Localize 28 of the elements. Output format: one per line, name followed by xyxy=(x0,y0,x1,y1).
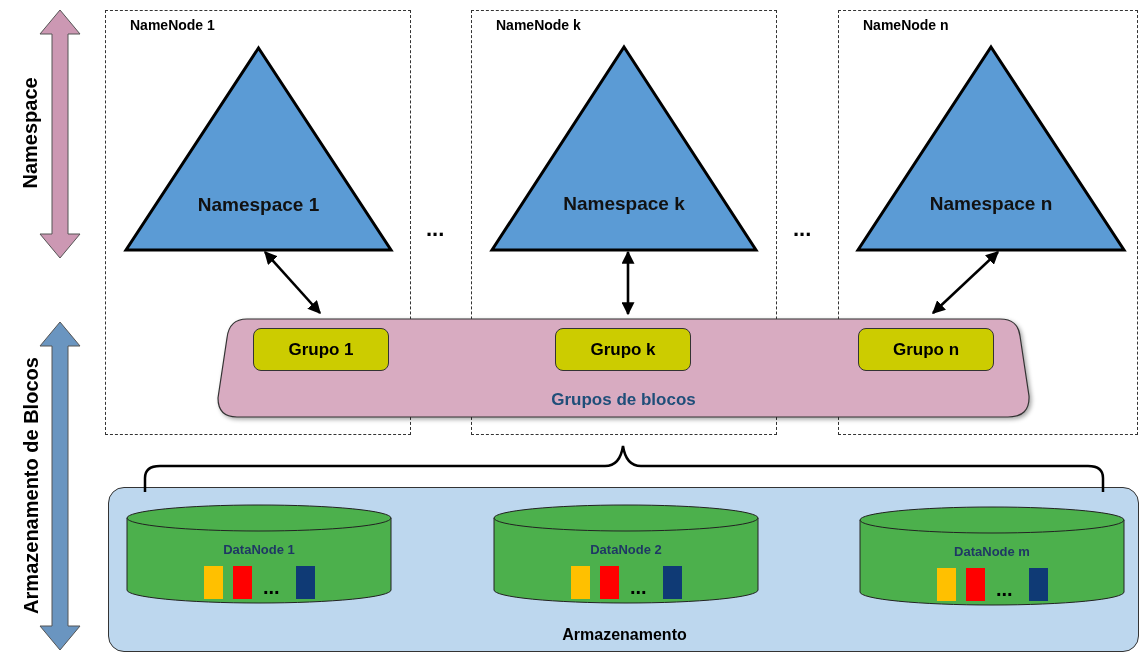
namespace-label: Namespace 1 xyxy=(196,194,321,216)
ellipsis: ... xyxy=(793,216,812,242)
namenode-box xyxy=(105,10,411,435)
datanode-label: DataNode 2 xyxy=(589,542,663,557)
block-pool-box: Grupo k xyxy=(555,328,691,371)
double-arrow xyxy=(264,251,321,314)
namenode-title: NameNode n xyxy=(863,17,949,33)
namenode-title: NameNode k xyxy=(496,17,581,33)
ellipsis: ... xyxy=(263,576,280,599)
pool-label: Grupos de blocos xyxy=(550,390,697,410)
ellipsis: ... xyxy=(630,576,647,599)
namespace-label: Namespace n xyxy=(928,193,1054,215)
storage-panel xyxy=(108,487,1139,652)
datanode-label: DataNode 1 xyxy=(222,542,296,557)
block-pool-box: Grupo n xyxy=(858,328,994,371)
double-arrow xyxy=(621,250,635,316)
namenode-box xyxy=(838,10,1138,435)
namenode-title: NameNode 1 xyxy=(130,17,215,33)
double-arrow xyxy=(932,251,999,314)
block-pool-box: Grupo 1 xyxy=(253,328,389,371)
ellipsis: ... xyxy=(426,216,445,242)
ellipsis: ... xyxy=(996,578,1013,601)
storage-label: Armazenamento xyxy=(561,626,688,644)
namespace-label: Namespace k xyxy=(562,193,686,215)
axis-label: Namespace xyxy=(18,78,42,189)
namenode-box xyxy=(471,10,777,435)
axis-label: Armazenamento de Blocos xyxy=(19,356,43,616)
datanode-label: DataNode m xyxy=(953,544,1031,559)
